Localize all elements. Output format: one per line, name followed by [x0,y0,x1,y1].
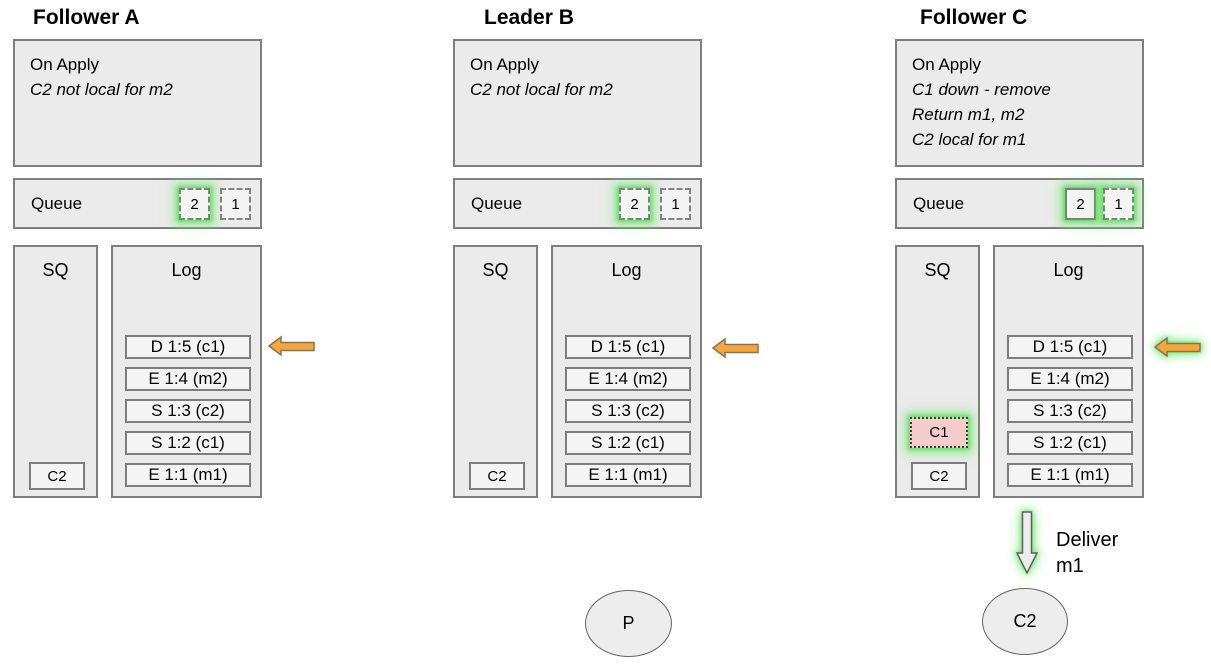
log-entry: E 1:4 (m2) [565,367,691,391]
deliver-down-arrow-icon [1015,511,1039,575]
on-apply-box: On Apply C1 down - remove Return m1, m2 … [895,39,1144,167]
sq-label: SQ [42,260,69,280]
panel-follower-c: Follower C On Apply C1 down - remove Ret… [895,0,1144,669]
sq-box: SQ C2 [453,245,538,498]
on-apply-heading: On Apply [912,55,981,74]
sq-box: SQ C1 C2 [895,245,980,498]
queue-label: Queue [31,193,83,213]
log-entry: D 1:5 (c1) [1007,335,1133,359]
queue-box: Queue 2 1 [453,178,702,229]
sq-label: SQ [482,260,509,280]
log-label: Log [1053,260,1084,280]
queue-slot-2: 2 [1065,188,1096,220]
on-apply-heading: On Apply [30,55,99,74]
on-apply-note: C2 not local for m2 [470,80,613,99]
log-box: Log D 1:5 (c1) E 1:4 (m2) S 1:3 (c2) S 1… [551,245,702,498]
queue-box: Queue 2 1 [895,178,1144,229]
log-box: Log D 1:5 (c1) E 1:4 (m2) S 1:3 (c2) S 1… [111,245,262,498]
on-apply-note: C2 not local for m2 [30,80,173,99]
apply-arrow-icon [268,335,315,357]
queue-box: Queue 2 1 [13,178,262,229]
on-apply-box: On Apply C2 not local for m2 [13,39,262,167]
log-box: Log D 1:5 (c1) E 1:4 (m2) S 1:3 (c2) S 1… [993,245,1144,498]
log-entry: S 1:3 (c2) [565,399,691,423]
log-entry: E 1:4 (m2) [1007,367,1133,391]
on-apply-heading: On Apply [470,55,539,74]
on-apply-note: C1 down - remove [912,80,1051,99]
log-entry: S 1:2 (c1) [125,431,251,455]
log-label: Log [611,260,642,280]
log-entry: S 1:2 (c1) [565,431,691,455]
panel-leader-b: Leader B On Apply C2 not local for m2 Qu… [453,0,702,669]
panel-follower-a: Follower A On Apply C2 not local for m2 … [13,0,262,669]
log-entry: S 1:3 (c2) [125,399,251,423]
log-entry: E 1:4 (m2) [125,367,251,391]
deliver-label: Deliver m1 [1056,529,1119,577]
queue-slot-1: 1 [220,188,251,220]
apply-arrow-icon [712,337,759,359]
apply-arrow-glow-icon [1154,336,1201,358]
sq-item-c2: C2 [29,462,85,490]
panel-title: Follower C [920,6,1028,29]
sq-box: SQ C2 [13,245,98,498]
log-entry: E 1:1 (m1) [565,463,691,487]
log-entry: D 1:5 (c1) [565,335,691,359]
queue-label: Queue [913,193,965,213]
sq-item-c2: C2 [469,462,525,490]
queue-label: Queue [471,193,523,213]
queue-slot-2: 2 [179,188,210,220]
queue-slot-1: 1 [1103,188,1134,220]
log-entry: E 1:1 (m1) [125,463,251,487]
panel-title: Follower A [33,6,140,29]
sq-label: SQ [924,260,951,280]
on-apply-note: Return m1, m2 [912,105,1025,124]
log-label: Log [171,260,202,280]
log-entry: E 1:1 (m1) [1007,463,1133,487]
actor-p-ellipse: P [585,590,672,657]
queue-slot-1: 1 [660,188,691,220]
log-entry: S 1:2 (c1) [1007,431,1133,455]
log-entry: S 1:3 (c2) [1007,399,1133,423]
on-apply-note: C2 local for m1 [912,130,1027,149]
sq-item-c1-removed: C1 [910,417,968,448]
actor-c2-ellipse: C2 [982,588,1068,655]
on-apply-box: On Apply C2 not local for m2 [453,39,702,167]
queue-slot-2: 2 [619,188,650,220]
panel-title: Leader B [484,6,574,29]
log-entry: D 1:5 (c1) [125,335,251,359]
sq-item-c2: C2 [911,462,967,490]
